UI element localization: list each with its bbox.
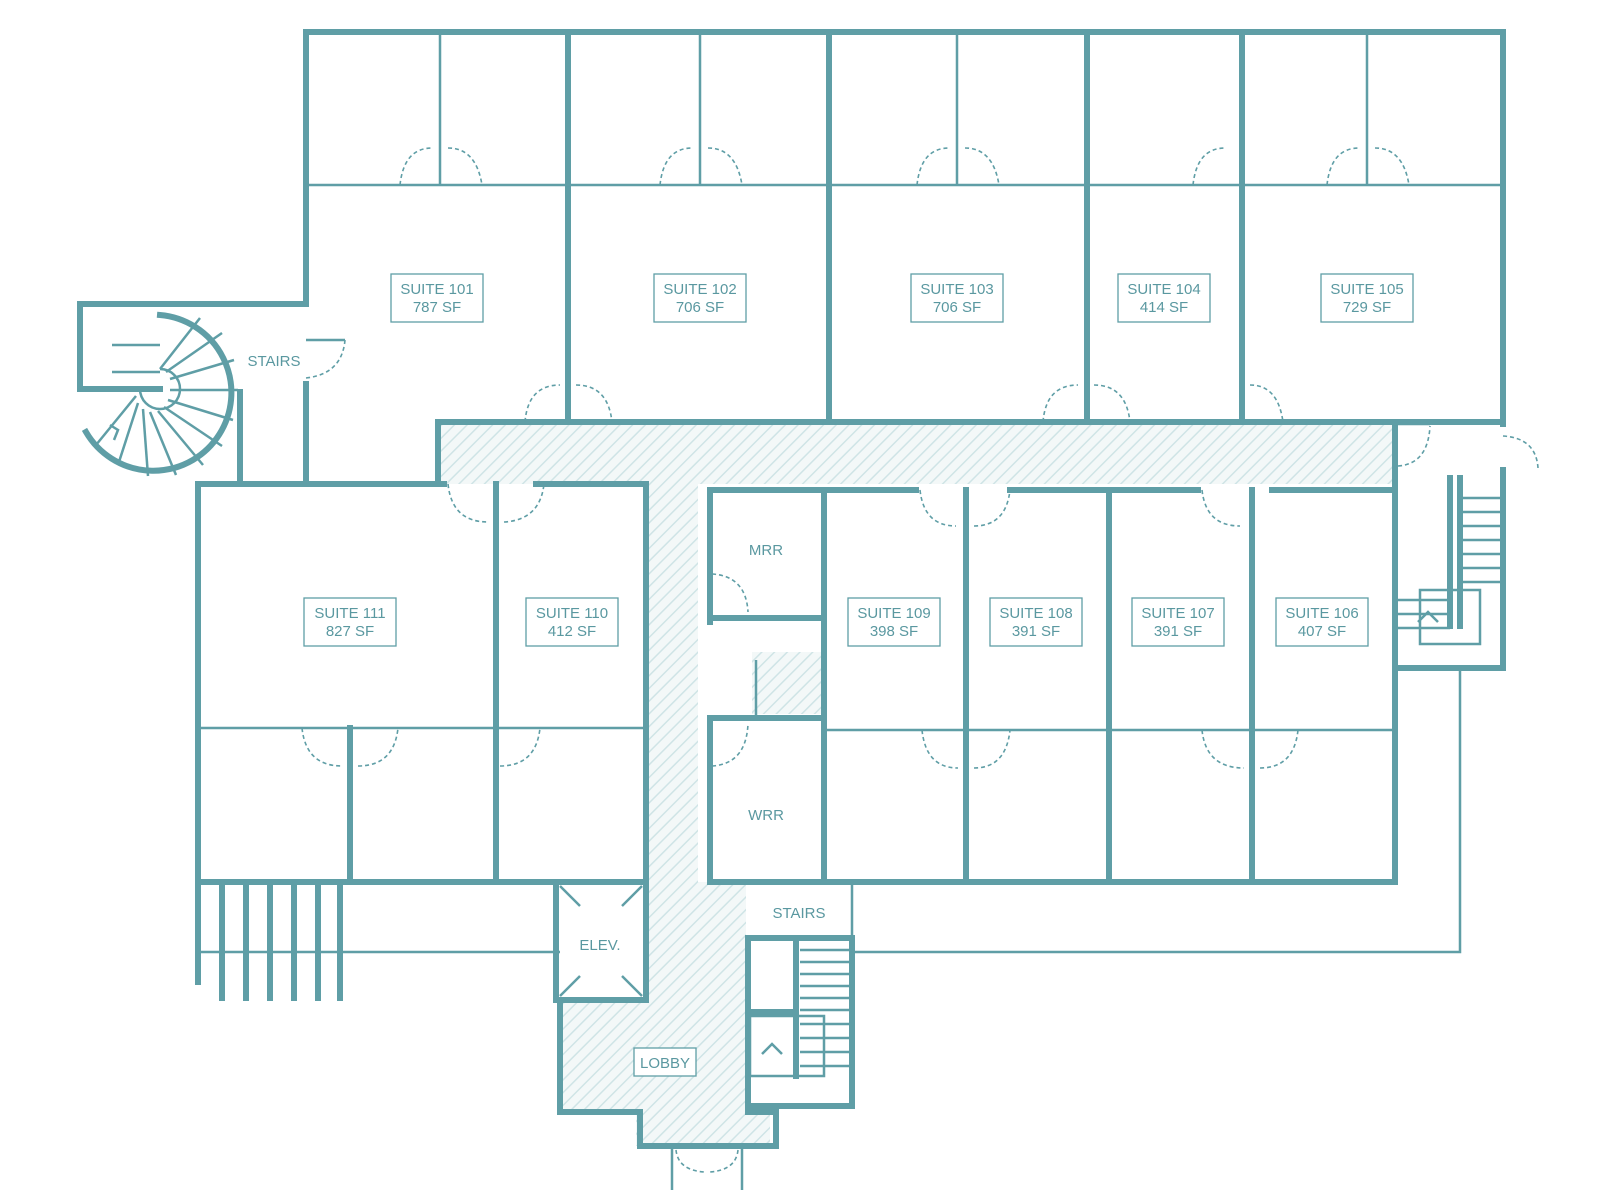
suite-label-110[interactable]: SUITE 110 412 SF [525, 597, 619, 647]
south-stair [745, 880, 855, 1109]
suite-label-105[interactable]: SUITE 105 729 SF [1320, 273, 1414, 323]
suite-111-name: SUITE 111 [314, 605, 385, 622]
suite-101-area: 787 SF [413, 299, 461, 316]
stairs-south-label: STAIRS [772, 905, 825, 922]
suite-109-name: SUITE 109 [857, 605, 930, 622]
suite-110-name: SUITE 110 [536, 605, 608, 622]
elevator-shaft [553, 879, 649, 1003]
corridor-hatch [438, 422, 1396, 1146]
lobby-walls [557, 997, 779, 1190]
suite-109-area: 398 SF [870, 623, 918, 640]
restroom-walls [707, 487, 1398, 885]
east-stair [852, 421, 1539, 954]
suite-101-name: SUITE 101 [400, 281, 473, 298]
suite-label-101[interactable]: SUITE 101 787 SF [390, 273, 484, 323]
suite-102-name: SUITE 102 [663, 281, 736, 298]
spiral-stair [77, 301, 309, 485]
wrr-label: WRR [748, 807, 784, 824]
upper-block-walls [303, 29, 1506, 487]
suite-106-area: 407 SF [1298, 623, 1346, 640]
suite-105-name: SUITE 105 [1330, 281, 1403, 298]
lower-right-walls [821, 487, 1398, 885]
elevator-label: ELEV. [579, 937, 620, 954]
suite-110-area: 412 SF [548, 623, 596, 640]
suite-103-area: 706 SF [933, 299, 981, 316]
suite-label-108[interactable]: SUITE 108 391 SF [989, 597, 1083, 647]
stairs-west-label: STAIRS [247, 353, 300, 370]
suite-105-area: 729 SF [1343, 299, 1391, 316]
lobby-label-box: LOBBY [633, 1047, 697, 1077]
lower-left-walls [195, 481, 649, 1001]
suite-106-name: SUITE 106 [1285, 605, 1358, 622]
suite-107-name: SUITE 107 [1141, 605, 1214, 622]
suite-107-area: 391 SF [1154, 623, 1202, 640]
suite-label-109[interactable]: SUITE 109 398 SF [847, 597, 941, 647]
suite-label-106[interactable]: SUITE 106 407 SF [1275, 597, 1369, 647]
suite-111-area: 827 SF [326, 623, 374, 640]
suite-label-104[interactable]: SUITE 104 414 SF [1117, 273, 1211, 323]
lobby-label: LOBBY [640, 1055, 690, 1072]
suite-label-111[interactable]: SUITE 111 827 SF [303, 597, 397, 647]
suite-label-107[interactable]: SUITE 107 391 SF [1131, 597, 1225, 647]
suite-104-name: SUITE 104 [1127, 281, 1200, 298]
suite-108-name: SUITE 108 [999, 605, 1072, 622]
upper-door-swings [305, 147, 1410, 423]
suite-label-103[interactable]: SUITE 103 706 SF [910, 273, 1004, 323]
suite-label-102[interactable]: SUITE 102 706 SF [653, 273, 747, 323]
suite-102-area: 706 SF [676, 299, 724, 316]
suite-108-area: 391 SF [1012, 623, 1060, 640]
mrr-label: MRR [749, 542, 783, 559]
suite-104-area: 414 SF [1140, 299, 1188, 316]
suite-103-name: SUITE 103 [920, 281, 993, 298]
